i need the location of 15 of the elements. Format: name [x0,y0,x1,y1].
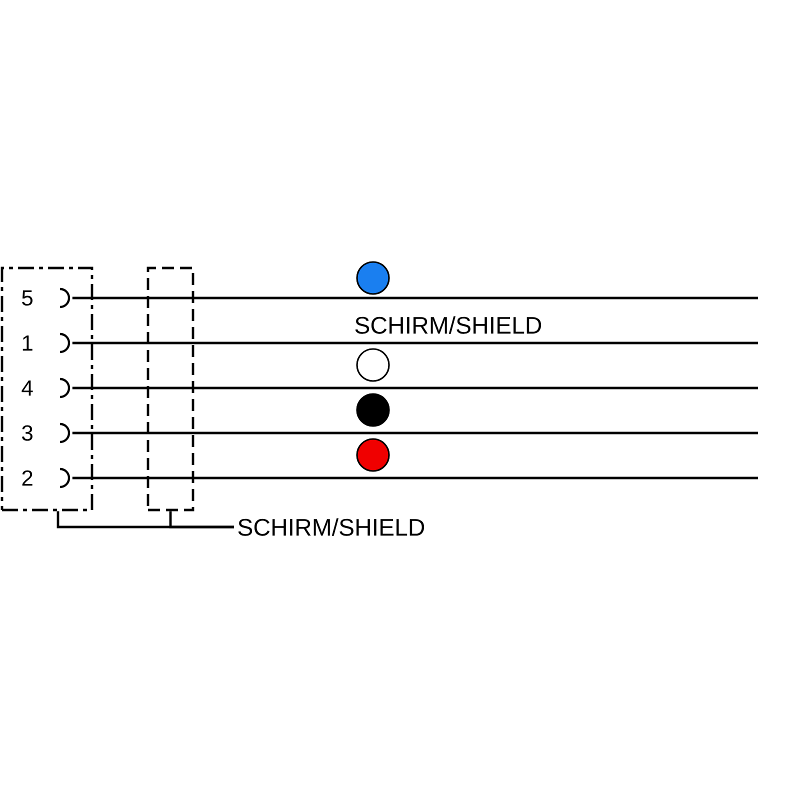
wire [72,432,758,434]
wire [72,342,758,344]
wire [72,476,758,480]
connector-housing [146,266,194,512]
pin-socket: 2 [22,468,70,488]
pin-socket: 4 [22,378,70,398]
pin-socket: 3 [22,422,70,444]
connector-housing [0,266,94,512]
shield-label: SCHIRM/SHIELD [238,518,424,536]
shield-line [169,511,234,528]
wire-label: SCHIRM/SHIELD [355,316,542,334]
wire [72,386,758,390]
wire [72,296,758,300]
pin-socket: 5 [22,288,70,308]
pin-socket: 1 [22,332,70,354]
